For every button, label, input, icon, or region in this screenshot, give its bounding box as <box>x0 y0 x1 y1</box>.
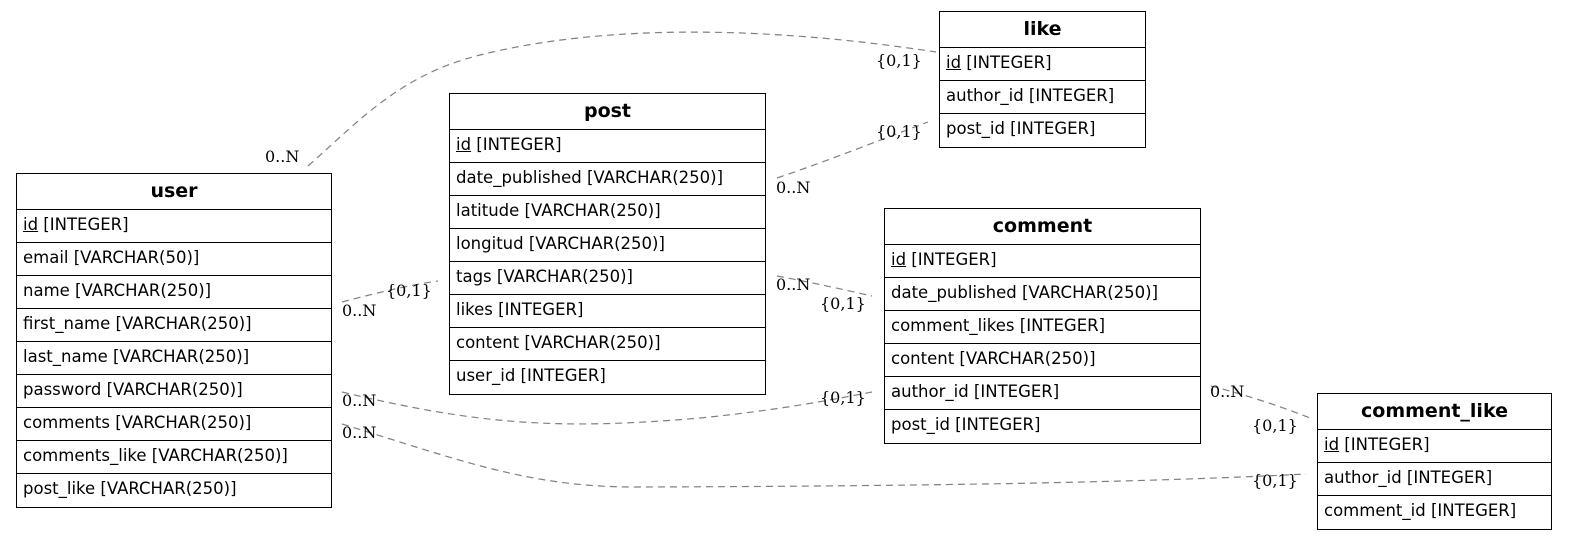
card-user-comment-from: 0..N <box>342 391 376 410</box>
entity-title: post <box>450 94 765 130</box>
field-row: comments_like [VARCHAR(250)] <box>17 441 331 474</box>
field-row: author_id [INTEGER] <box>885 377 1200 410</box>
entity-title: like <box>940 12 1145 48</box>
card-comment-commentlike-to: {0,1} <box>1252 416 1298 435</box>
field-row: name [VARCHAR(250)] <box>17 276 331 309</box>
field-row: author_id [INTEGER] <box>1318 463 1551 496</box>
card-user-post-from: 0..N <box>342 301 376 320</box>
edge-user-comment <box>341 391 873 425</box>
field-row: latitude [VARCHAR(250)] <box>450 196 765 229</box>
card-post-comment-to: {0,1} <box>820 294 866 313</box>
primary-key: id <box>891 250 907 269</box>
primary-key-type: [INTEGER] <box>906 250 997 269</box>
field-row: password [VARCHAR(250)] <box>17 375 331 408</box>
entity-post: post id [INTEGER] date_published [VARCHA… <box>449 93 766 395</box>
primary-key-row: id [INTEGER] <box>17 210 331 243</box>
primary-key-type: [INTEGER] <box>38 215 129 234</box>
entity-like: like id [INTEGER] author_id [INTEGER] po… <box>939 11 1146 148</box>
field-row: post_like [VARCHAR(250)] <box>23 479 237 498</box>
primary-key-row: id [INTEGER] <box>1318 430 1551 463</box>
field-row: content [VARCHAR(250)] <box>885 344 1200 377</box>
field-row: longitud [VARCHAR(250)] <box>450 229 765 262</box>
field-row: email [VARCHAR(50)] <box>17 243 331 276</box>
edge-post-comment <box>776 275 873 297</box>
card-user-comment-to: {0,1} <box>820 388 866 407</box>
field-row: date_published [VARCHAR(250)] <box>450 163 765 196</box>
card-user-commentlike-from: 0..N <box>342 423 376 442</box>
field-row: comments [VARCHAR(250)] <box>17 408 331 441</box>
card-post-like-from: 0..N <box>776 178 810 197</box>
primary-key-type: [INTEGER] <box>961 53 1052 72</box>
card-user-post-to: {0,1} <box>386 281 432 300</box>
primary-key-type: [INTEGER] <box>471 135 562 154</box>
entity-comment: comment id [INTEGER] date_published [VAR… <box>884 208 1201 444</box>
field-row: post_id [INTEGER] <box>946 119 1096 138</box>
entity-title: comment <box>885 209 1200 245</box>
field-row: post_id [INTEGER] <box>891 415 1041 434</box>
entity-user: user id [INTEGER] email [VARCHAR(50)] na… <box>16 173 332 508</box>
field-row: user_id [INTEGER] <box>456 366 606 385</box>
card-user-like-to: {0,1} <box>876 51 922 70</box>
field-row: comment_likes [INTEGER] <box>885 311 1200 344</box>
primary-key: id <box>946 53 962 72</box>
primary-key-row: id [INTEGER] <box>940 48 1145 81</box>
field-row: author_id [INTEGER] <box>940 81 1145 114</box>
entity-title: user <box>17 174 331 210</box>
primary-key-row: id [INTEGER] <box>885 245 1200 278</box>
edge-comment-commentlike <box>1210 385 1311 419</box>
field-row: content [VARCHAR(250)] <box>450 328 765 361</box>
primary-key: id <box>456 135 472 154</box>
card-user-commentlike-to: {0,1} <box>1252 471 1298 490</box>
edge-user-post <box>341 280 439 303</box>
edge-user-like <box>307 31 937 167</box>
primary-key-type: [INTEGER] <box>1339 435 1430 454</box>
field-row: tags [VARCHAR(250)] <box>450 262 765 295</box>
field-row: comment_id [INTEGER] <box>1324 501 1517 520</box>
primary-key: id <box>23 215 39 234</box>
field-row: date_published [VARCHAR(250)] <box>885 278 1200 311</box>
field-row: first_name [VARCHAR(250)] <box>17 309 331 342</box>
primary-key: id <box>1324 435 1340 454</box>
field-row: last_name [VARCHAR(250)] <box>17 342 331 375</box>
entity-title: comment_like <box>1318 394 1551 430</box>
card-user-like-from: 0..N <box>265 147 299 166</box>
card-post-comment-from: 0..N <box>776 275 810 294</box>
card-post-like-to: {0,1} <box>876 122 922 141</box>
primary-key-row: id [INTEGER] <box>450 130 765 163</box>
card-comment-commentlike-from: 0..N <box>1210 382 1244 401</box>
field-row: likes [INTEGER] <box>450 295 765 328</box>
edge-user-commentlike <box>341 423 1307 488</box>
entity-comment-like: comment_like id [INTEGER] author_id [INT… <box>1317 393 1552 530</box>
